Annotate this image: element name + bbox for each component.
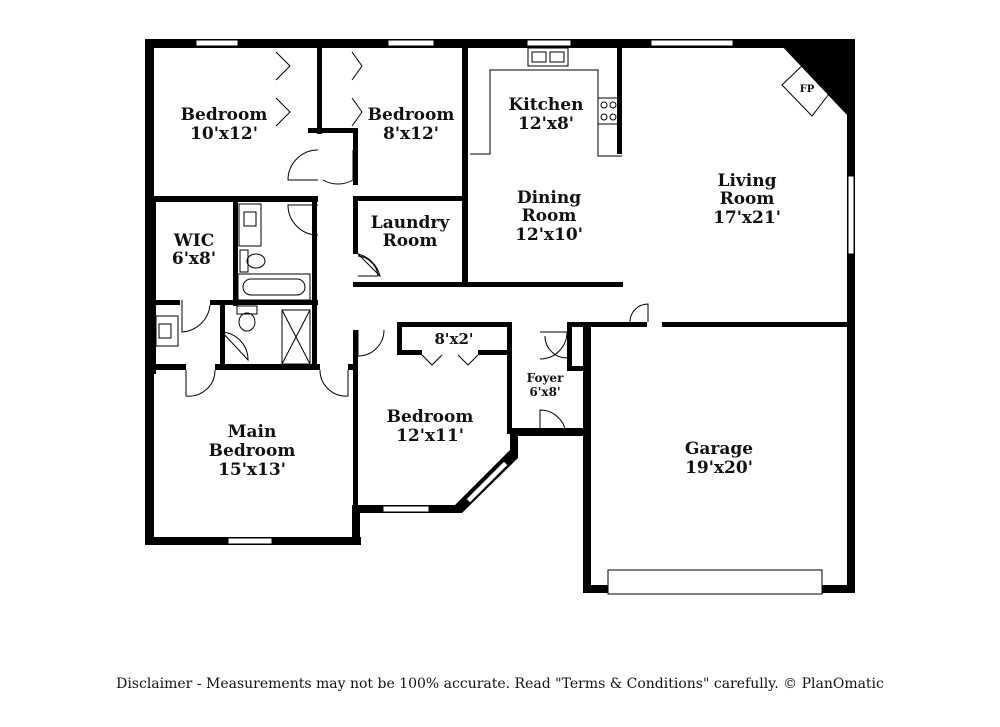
kitchen-counters xyxy=(470,47,622,157)
main-bedroom-line1: Main xyxy=(228,422,277,442)
closet-size: 8'x2' xyxy=(434,330,473,348)
bedroom-s-name: Bedroom xyxy=(387,407,474,427)
fireplace xyxy=(781,59,833,117)
living-line2: Room xyxy=(720,189,775,209)
wic-name: WIC xyxy=(173,231,215,251)
dining-line1: Dining xyxy=(517,188,581,208)
windows xyxy=(195,39,855,595)
dining-size: 12'x10' xyxy=(515,225,583,245)
room-labels: Bedroom 10'x12' Bedroom 8'x12' Kitchen 1… xyxy=(172,84,815,480)
garage-size: 19'x20' xyxy=(685,458,753,478)
wic-size: 6'x8' xyxy=(172,249,216,269)
living-size: 17'x21' xyxy=(713,208,781,228)
kitchen-name: Kitchen xyxy=(509,95,584,115)
bedroom-nw-name: Bedroom xyxy=(181,105,268,125)
fireplace-label: FP xyxy=(800,84,815,95)
disclaimer-text: Disclaimer - Measurements may not be 100… xyxy=(116,676,884,692)
kitchen-size: 12'x8' xyxy=(518,114,574,134)
main-bedroom-line2: Bedroom xyxy=(209,441,296,461)
foyer-size: 6'x8' xyxy=(529,385,560,399)
foyer-name: Foyer xyxy=(527,371,564,385)
bedroom-n-name: Bedroom xyxy=(368,105,455,125)
laundry-line2: Room xyxy=(383,231,438,251)
living-line1: Living xyxy=(718,171,777,191)
bath-fixtures xyxy=(155,203,311,365)
bedroom-nw-size: 10'x12' xyxy=(190,124,258,144)
dining-line2: Room xyxy=(522,206,577,226)
laundry-line1: Laundry xyxy=(371,213,451,233)
bedroom-s-size: 12'x11' xyxy=(396,426,464,446)
doors xyxy=(181,51,649,437)
bedroom-n-size: 8'x12' xyxy=(383,124,439,144)
main-bedroom-size: 15'x13' xyxy=(218,460,286,480)
garage-name: Garage xyxy=(685,439,753,459)
interior-walls xyxy=(150,44,852,510)
